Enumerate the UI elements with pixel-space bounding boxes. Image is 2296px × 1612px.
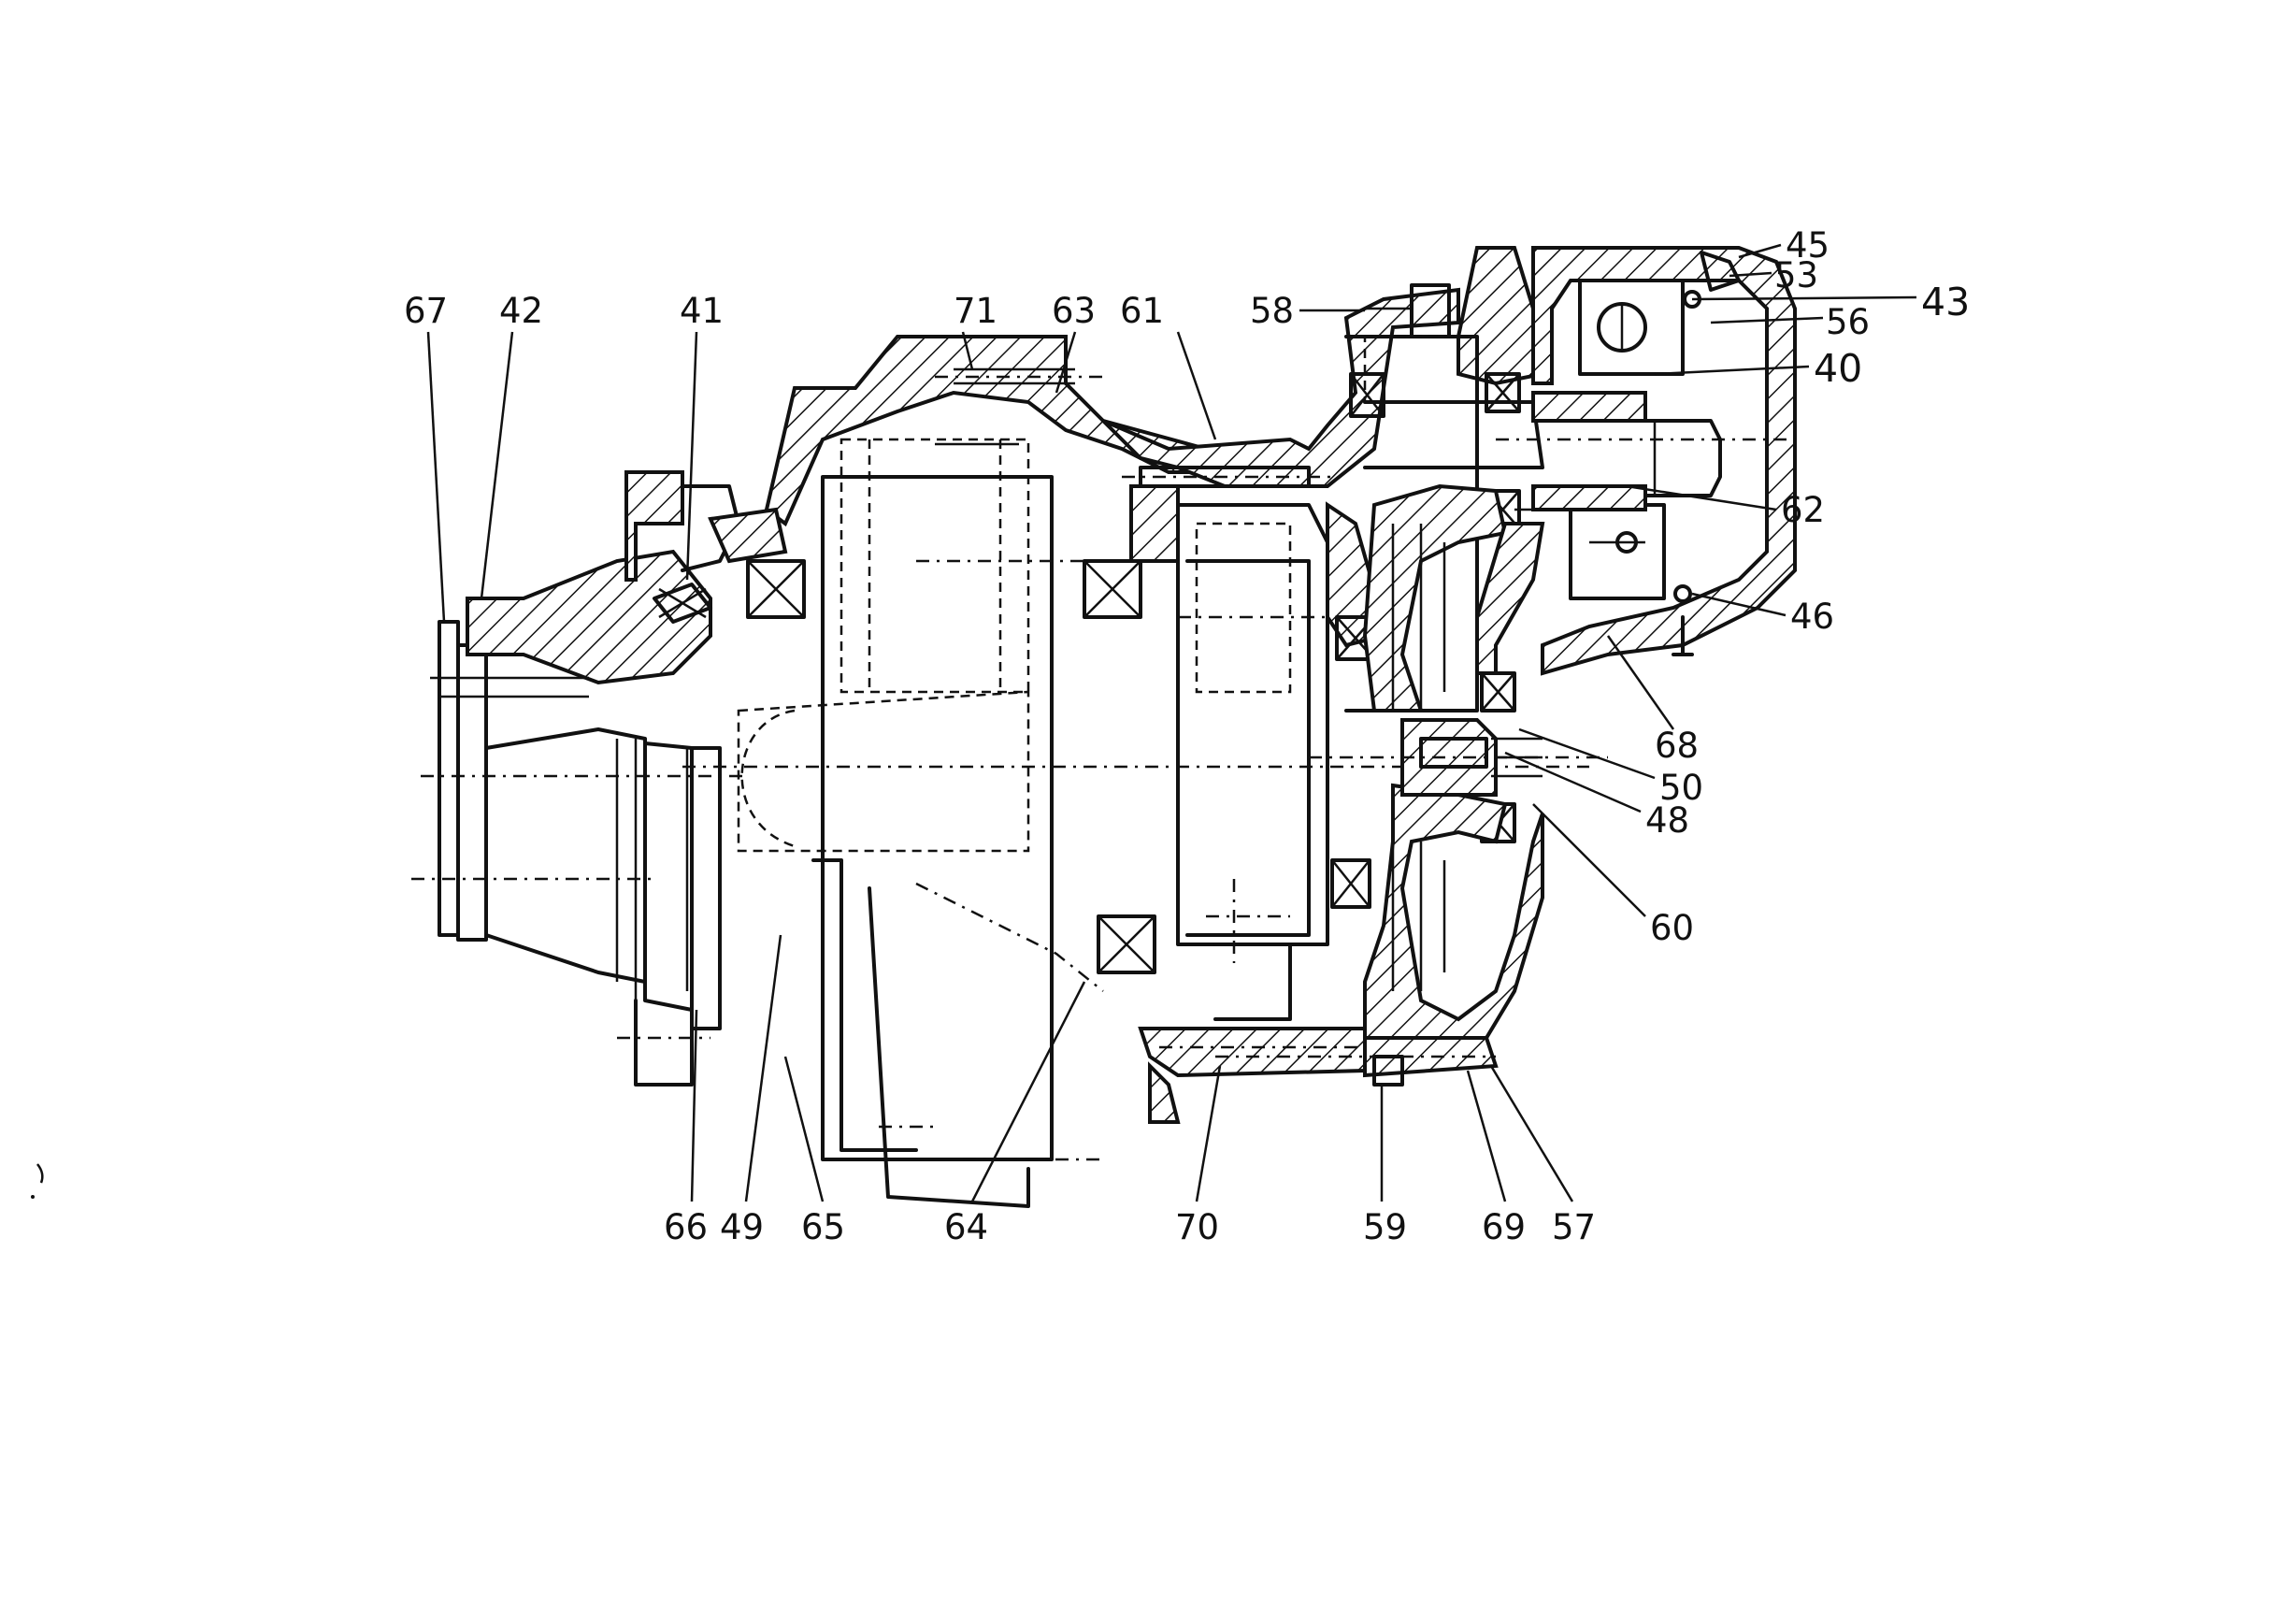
bearing-41 [746, 559, 806, 619]
callout-45: 45 [1786, 225, 1830, 266]
callout-61: 61 [1120, 291, 1164, 331]
callout-46: 46 [1790, 597, 1834, 637]
second-stage-gears [1101, 287, 1460, 1124]
callout-60: 60 [1650, 908, 1694, 948]
callout-49: 49 [720, 1207, 764, 1247]
bearing-64 [1097, 914, 1156, 974]
bearing-right-top [1349, 372, 1385, 418]
leader-lines [426, 243, 1917, 1202]
callout-48: 48 [1645, 800, 1689, 841]
bearing-right-2 [1485, 372, 1521, 413]
callout-50: 50 [1659, 768, 1703, 808]
callout-65: 65 [801, 1207, 845, 1247]
callout-53: 53 [1774, 255, 1818, 295]
callout-59: 59 [1363, 1207, 1407, 1247]
output-housing [1215, 246, 1608, 1087]
bearing-right-4 [1330, 858, 1371, 909]
callout-42: 42 [499, 291, 543, 331]
callout-labels: 67 42 41 71 63 61 58 45 53 43 56 40 62 4… [404, 225, 1970, 1247]
bearing-right-6 [1480, 671, 1516, 712]
callout-70: 70 [1175, 1207, 1219, 1247]
input-coupling-flange [411, 470, 748, 1087]
callout-69: 69 [1482, 1207, 1526, 1247]
callout-64: 64 [944, 1207, 988, 1247]
callout-57: 57 [1552, 1207, 1596, 1247]
callout-56: 56 [1826, 302, 1870, 342]
callout-41: 41 [680, 291, 724, 331]
main-gear-housing [682, 335, 1589, 1208]
scan-artifact [31, 1163, 44, 1199]
bearing-63 [1083, 559, 1142, 619]
callout-40: 40 [1814, 346, 1862, 391]
callout-67: 67 [404, 291, 448, 331]
callout-63: 63 [1052, 291, 1096, 331]
callout-66: 66 [664, 1207, 708, 1247]
callout-68: 68 [1655, 726, 1699, 766]
callout-71: 71 [954, 291, 997, 331]
callout-58: 58 [1250, 291, 1294, 331]
callout-62: 62 [1781, 490, 1825, 530]
top-right-cover [1496, 246, 1804, 676]
callout-43: 43 [1921, 280, 1970, 324]
